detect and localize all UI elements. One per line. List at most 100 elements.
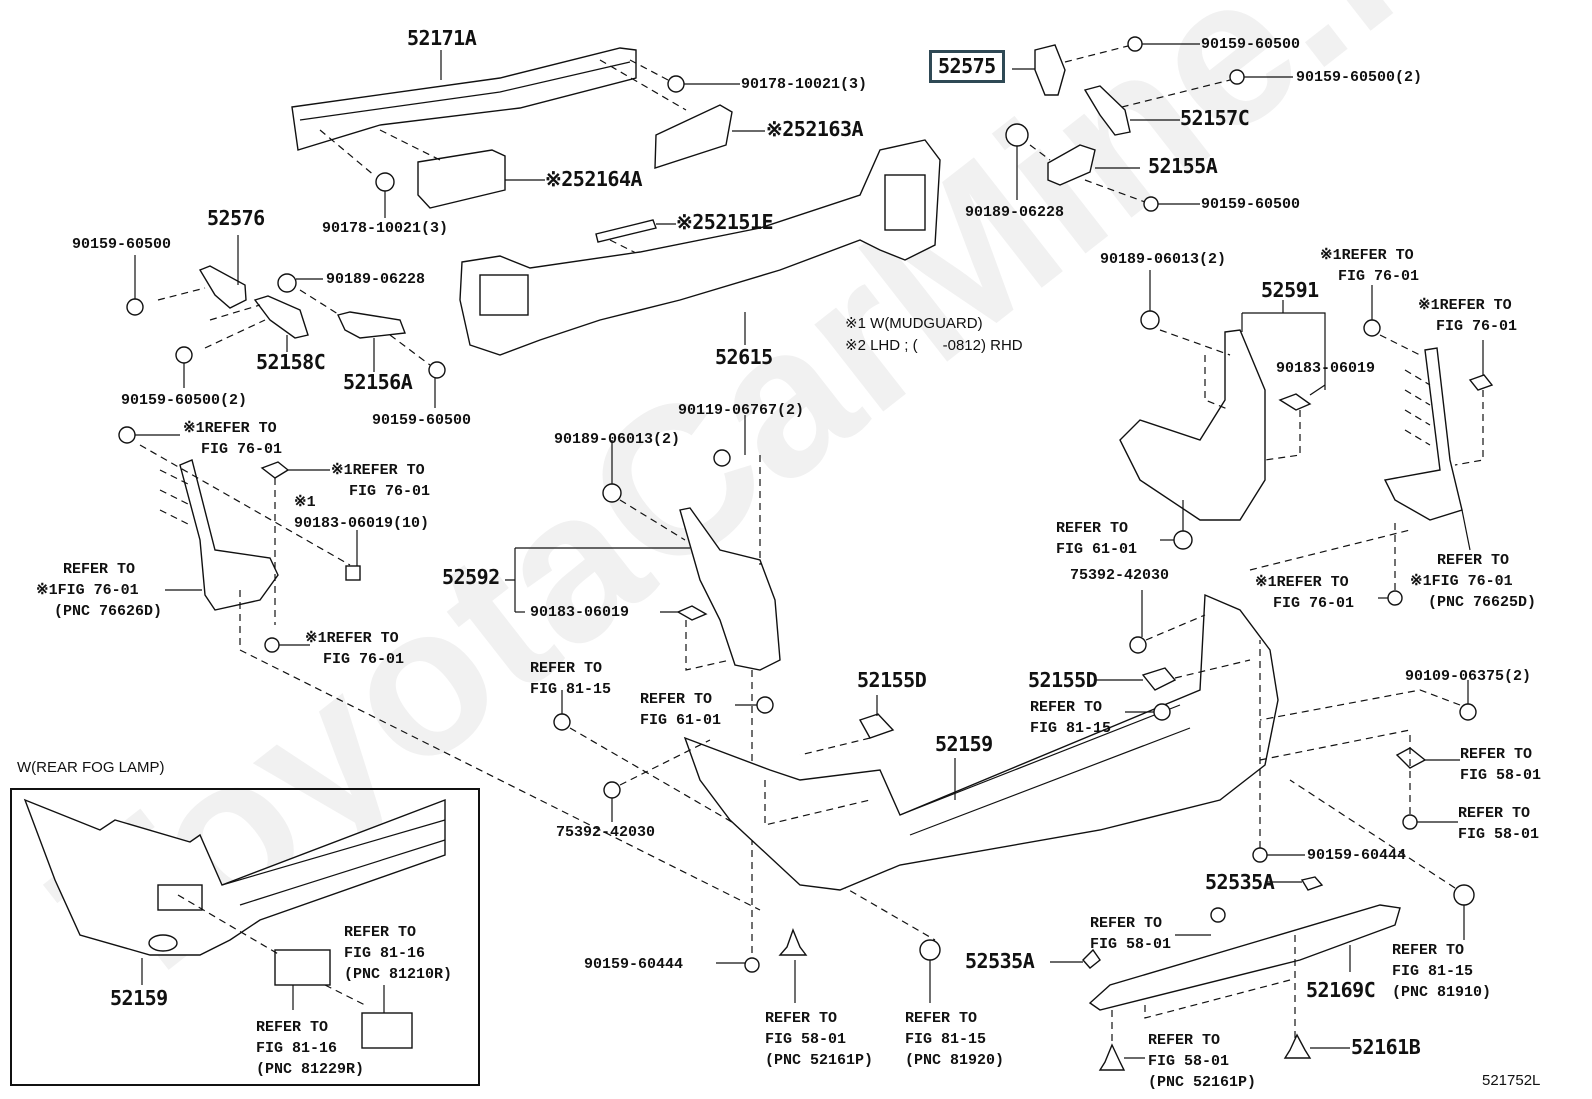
label-52155A[interactable]: 52155A bbox=[1148, 154, 1218, 178]
label-52169C[interactable]: 52169C bbox=[1306, 978, 1376, 1002]
screw-90159-left3[interactable] bbox=[389, 334, 446, 408]
label-inset-refer-81229R[interactable]: REFER TO FIG 81-16 (PNC 81229R) bbox=[256, 1019, 365, 1078]
label-90159-60500-top2[interactable]: 90159-60500(2) bbox=[1296, 69, 1423, 86]
label-52163A[interactable]: ※252163A bbox=[766, 117, 864, 141]
label-90189-06228-right[interactable]: 90189-06228 bbox=[965, 204, 1065, 221]
bracket-52157C[interactable] bbox=[1083, 85, 1180, 136]
screw-90159-top3[interactable] bbox=[1084, 179, 1200, 212]
label-refer-81-15-bottom[interactable]: REFER TO FIG 81-15 (PNC 81920) bbox=[905, 1010, 1005, 1069]
bracket-52576[interactable] bbox=[198, 235, 247, 309]
nut-90183-10[interactable] bbox=[345, 530, 361, 581]
clip-90189-06013-right[interactable] bbox=[1140, 270, 1231, 411]
retainer-52156A[interactable] bbox=[299, 289, 406, 372]
cap-8115-bottom[interactable] bbox=[919, 939, 941, 1003]
screw-90159-60444-right[interactable] bbox=[1252, 640, 1305, 863]
label-52155D-right[interactable]: 52155D bbox=[1028, 668, 1098, 692]
screw-90109-06375[interactable] bbox=[1259, 680, 1477, 721]
screw-90159-top1[interactable] bbox=[1064, 36, 1200, 63]
bumper-cover-52159[interactable] bbox=[683, 593, 1279, 891]
label-90159-60500-top1[interactable]: 90159-60500 bbox=[1201, 36, 1301, 53]
label-refer-76-01-left3[interactable]: ※1REFER TO FIG 76-01 bbox=[305, 630, 405, 668]
screw-90159-top2[interactable] bbox=[1109, 69, 1293, 111]
label-refer-76-01-mudguard-left[interactable]: REFER TO ※1FIG 76-01 (PNC 76626D) bbox=[36, 561, 163, 620]
nut-90178-upper[interactable] bbox=[629, 59, 740, 93]
label-refer-58-01-right4[interactable]: REFER TO FIG 58-01 (PNC 52161P) bbox=[1148, 1032, 1257, 1091]
label-refer-61-01-center[interactable]: REFER TO FIG 61-01 bbox=[640, 691, 722, 729]
bracket-52158C[interactable] bbox=[209, 295, 309, 352]
screw-mudguard-right-bottom[interactable] bbox=[1249, 520, 1411, 606]
clip-6101-right[interactable] bbox=[1160, 500, 1193, 550]
label-90178-10021-upper[interactable]: 90178-10021(3) bbox=[741, 76, 868, 93]
label-refer-58-01-bottom[interactable]: REFER TO FIG 58-01 (PNC 52161P) bbox=[765, 1010, 874, 1069]
label-inset-52159[interactable]: 52159 bbox=[110, 986, 168, 1010]
label-52158C[interactable]: 52158C bbox=[256, 350, 326, 374]
screw-90159-left2[interactable] bbox=[175, 319, 266, 388]
label-refer-76-01-right2[interactable]: ※1REFER TO FIG 76-01 bbox=[1418, 297, 1518, 335]
label-75392-42030-right[interactable]: 75392-42030 bbox=[1070, 567, 1170, 584]
clip-52161B[interactable] bbox=[1283, 1033, 1350, 1059]
retainer-52155A[interactable] bbox=[1029, 144, 1140, 186]
bracket-52575[interactable] bbox=[1012, 44, 1066, 96]
screw-90159-60444-bottom[interactable] bbox=[716, 957, 760, 973]
retainer-52155D-right[interactable] bbox=[1095, 659, 1251, 691]
nut-90178-lower[interactable] bbox=[319, 129, 395, 218]
clip-52535A-upper[interactable] bbox=[1265, 876, 1324, 891]
label-52151E[interactable]: ※252151E bbox=[676, 210, 774, 234]
label-refer-76-01-right3[interactable]: ※1REFER TO FIG 76-01 bbox=[1255, 574, 1355, 612]
label-refer-58-01-right3[interactable]: REFER TO FIG 58-01 bbox=[1090, 915, 1172, 953]
bracket-52164A[interactable] bbox=[379, 129, 545, 209]
label-refer-81-15-center[interactable]: REFER TO FIG 81-15 bbox=[530, 660, 612, 698]
label-refer-81-15-rr[interactable]: REFER TO FIG 81-15 (PNC 81910) bbox=[1392, 942, 1492, 1001]
cap-8115-rr[interactable] bbox=[1289, 779, 1475, 940]
screw-90159-left1[interactable] bbox=[126, 255, 206, 316]
label-52156A[interactable]: 52156A bbox=[343, 370, 413, 394]
clip-5801-right1[interactable] bbox=[1259, 729, 1460, 815]
clip-5801-bottom[interactable] bbox=[778, 928, 808, 1003]
label-inset-refer-81210R[interactable]: REFER TO FIG 81-16 (PNC 81210R) bbox=[344, 924, 453, 983]
clip-90189-06228-left[interactable] bbox=[277, 273, 323, 293]
clip-90189-06228-right[interactable] bbox=[1005, 123, 1029, 200]
bracket-52163A[interactable] bbox=[599, 59, 765, 169]
label-90178-10021-lower[interactable]: 90178-10021(3) bbox=[322, 220, 449, 237]
label-refer-61-01-right[interactable]: REFER TO FIG 61-01 bbox=[1056, 520, 1138, 558]
label-refer-76-01-left2[interactable]: ※1REFER TO FIG 76-01 bbox=[331, 462, 431, 500]
label-90183-06019-center[interactable]: 90183-06019 bbox=[530, 604, 630, 621]
label-52171A[interactable]: 52171A bbox=[407, 26, 477, 50]
label-refer-58-01-right1[interactable]: REFER TO FIG 58-01 bbox=[1460, 746, 1542, 784]
label-90159-60500-left2[interactable]: 90159-60500(2) bbox=[121, 392, 248, 409]
screw-75392-center[interactable] bbox=[603, 739, 711, 822]
label-52535A-lower[interactable]: 52535A bbox=[965, 949, 1035, 973]
label-52155D-center[interactable]: 52155D bbox=[857, 668, 927, 692]
grommet-8115-right[interactable] bbox=[1125, 703, 1171, 721]
label-90189-06013-right[interactable]: 90189-06013(2) bbox=[1100, 251, 1227, 268]
label-52576[interactable]: 52576 bbox=[207, 206, 265, 230]
nut-90183-center[interactable] bbox=[660, 605, 731, 671]
label-90159-60500-left1[interactable]: 90159-60500 bbox=[72, 236, 172, 253]
mudguard-left[interactable] bbox=[159, 459, 279, 611]
label-90119-06767[interactable]: 90119-06767(2) bbox=[678, 402, 805, 419]
label-90159-60500-top3[interactable]: 90159-60500 bbox=[1201, 196, 1301, 213]
label-52592[interactable]: 52592 bbox=[442, 565, 500, 589]
label-90159-60444-bottom[interactable]: 90159-60444 bbox=[584, 956, 684, 973]
clip-mudguard-left[interactable] bbox=[260, 461, 330, 625]
grommet-8115-center[interactable] bbox=[553, 690, 936, 941]
label-52164A[interactable]: ※252164A bbox=[545, 167, 643, 191]
screw-5801-right2[interactable] bbox=[1402, 814, 1458, 830]
screw-90119-06767[interactable] bbox=[713, 415, 761, 565]
clip-90189-06013-center[interactable] bbox=[602, 440, 686, 541]
retainer-52155D-center[interactable] bbox=[799, 695, 895, 756]
label-refer-76-01-left1[interactable]: ※1REFER TO FIG 76-01 bbox=[183, 420, 283, 458]
label-52591[interactable]: 52591 bbox=[1261, 278, 1319, 302]
label-refer-58-01-right2[interactable]: REFER TO FIG 58-01 bbox=[1458, 805, 1540, 843]
mudguard-right[interactable] bbox=[1383, 347, 1471, 551]
clip-52535A-lower[interactable] bbox=[1050, 948, 1101, 969]
label-90159-60500-left3[interactable]: 90159-60500 bbox=[372, 412, 472, 429]
label-52161B[interactable]: 52161B bbox=[1351, 1035, 1421, 1059]
label-refer-81-15-right[interactable]: REFER TO FIG 81-15 bbox=[1030, 699, 1112, 737]
label-refer-76-01-right1[interactable]: ※1REFER TO FIG 76-01 bbox=[1320, 247, 1420, 285]
screw-75392-right[interactable] bbox=[1129, 590, 1206, 654]
step-pad-52169C[interactable] bbox=[1088, 904, 1401, 1050]
label-90159-60444-right[interactable]: 90159-60444 bbox=[1307, 847, 1407, 864]
screw-mudguard-right-top[interactable] bbox=[1363, 285, 1421, 356]
mudguard-liner-52592[interactable] bbox=[505, 507, 781, 671]
